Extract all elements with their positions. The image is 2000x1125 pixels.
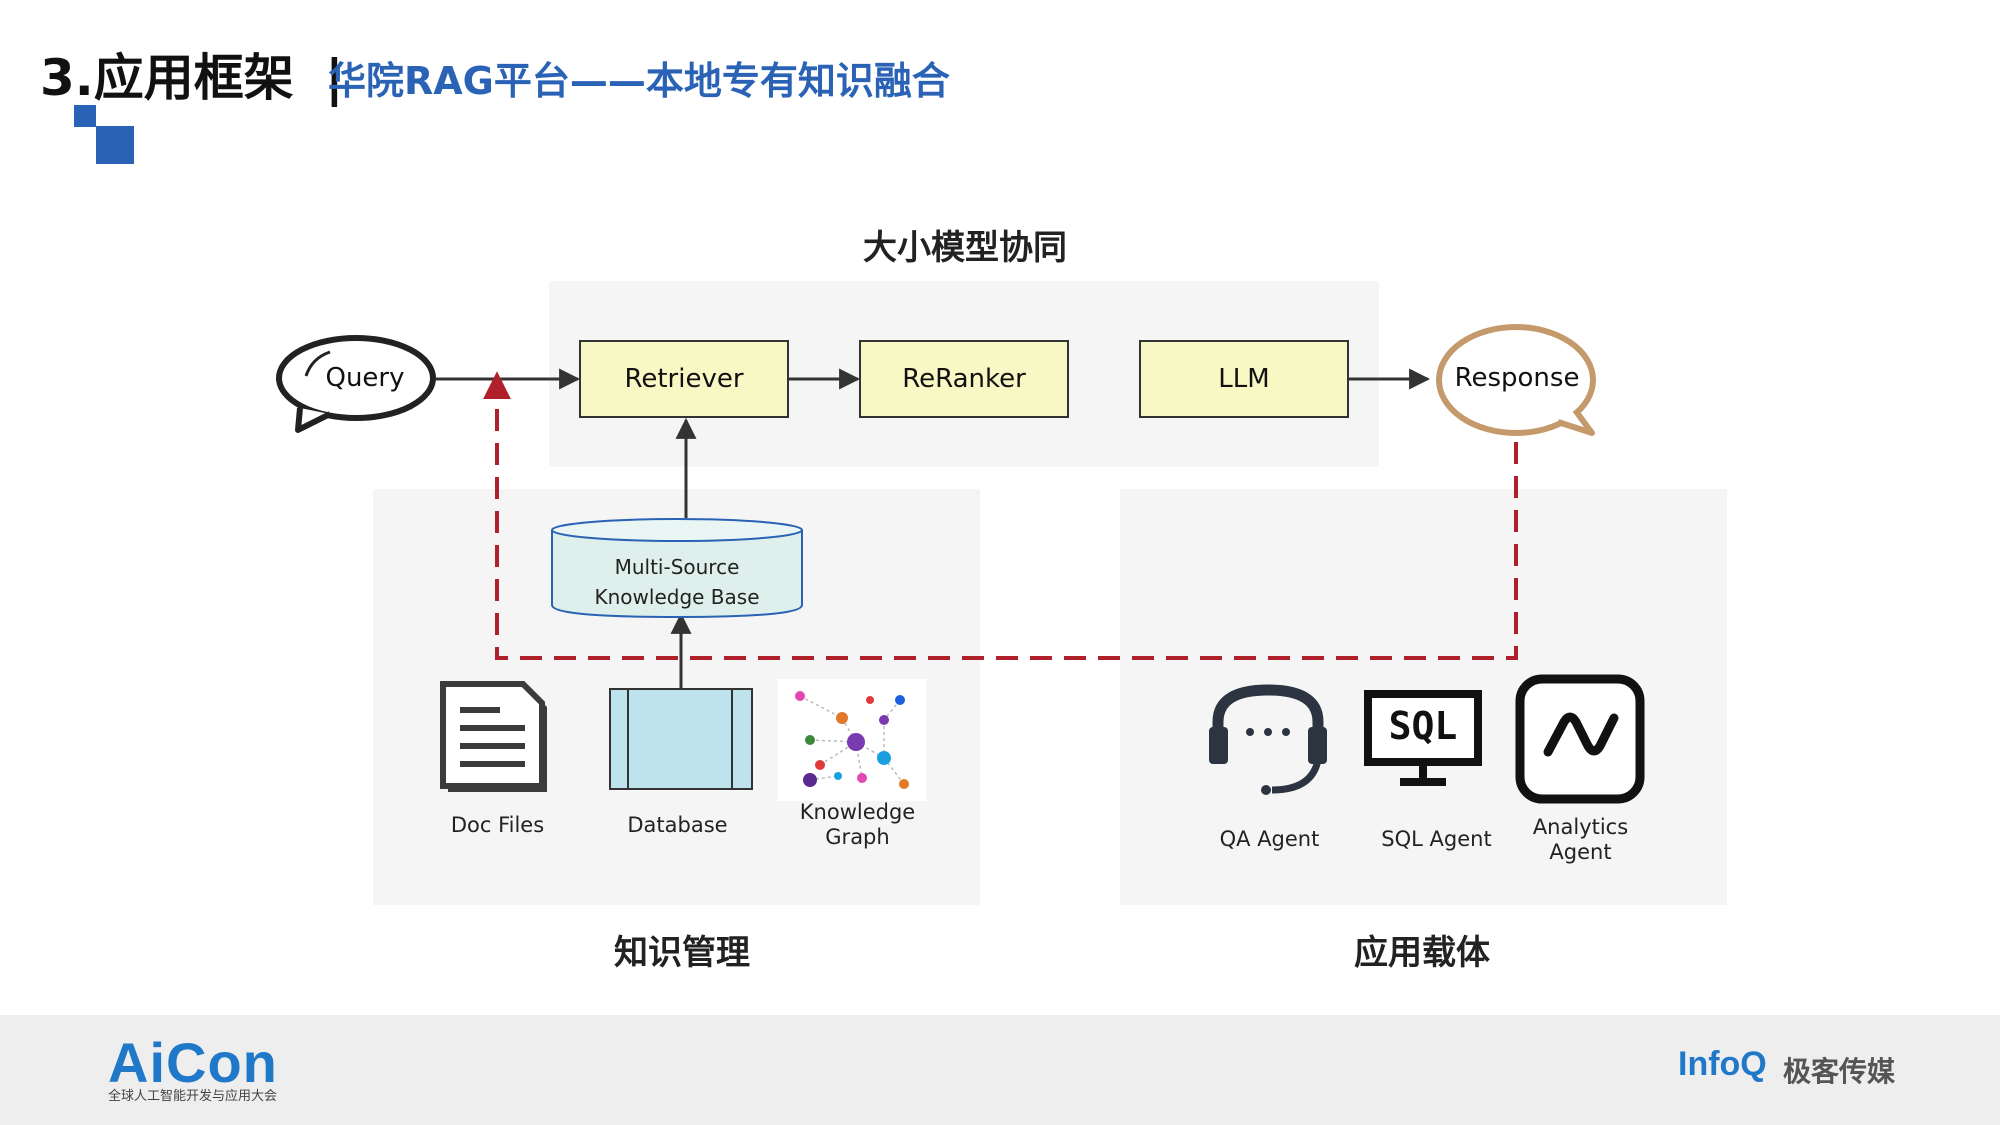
section-title-model-collaboration: 大小模型协同: [863, 228, 1067, 268]
database-icon: [609, 688, 753, 790]
qa-agent-label: QA Agent: [1219, 827, 1320, 851]
knowledge-base-label: Multi-Source Knowledge Base: [594, 555, 760, 609]
analytics-icon: [1515, 674, 1645, 804]
page-subtitle: 华院RAG平台——本地专有知识融合: [328, 59, 950, 103]
title-separator: |: [325, 49, 344, 107]
retriever-box: Retriever: [579, 340, 789, 418]
knowledge-graph-icon: [778, 679, 926, 801]
jike-logo: 极客传媒: [1783, 1055, 1896, 1088]
decor-square-small: [74, 105, 96, 127]
section-title-application-carrier: 应用载体: [1354, 933, 1490, 973]
aicon-logo: AiCon: [108, 1031, 278, 1094]
dashed-feedback-loop: [483, 371, 1518, 660]
decor-square-large: [96, 126, 134, 164]
reranker-label: ReRanker: [902, 364, 1026, 394]
reranker-box: ReRanker: [859, 340, 1069, 418]
section-title-knowledge-management: 知识管理: [614, 933, 750, 973]
aicon-tagline: 全球人工智能开发与应用大会: [108, 1089, 278, 1104]
response-bubble: [1436, 324, 1596, 436]
query-bubble: [276, 335, 436, 433]
response-label: Response: [1454, 363, 1580, 393]
sql-agent-label: SQL Agent: [1381, 827, 1492, 851]
page-title: 3.应用框架 |: [40, 49, 344, 107]
knowledge-base-cylinder: [551, 518, 803, 619]
headset-icon: [1209, 684, 1327, 795]
knowledge-graph-label: Knowledge Graph: [799, 800, 916, 849]
sql-monitor-icon: [1364, 690, 1482, 786]
llm-box: LLM: [1139, 340, 1349, 418]
retriever-label: Retriever: [624, 364, 744, 394]
analytics-agent-label: Analytics Agent: [1532, 815, 1629, 864]
footer-bar: [0, 1015, 2000, 1125]
doc-files-icon: [440, 681, 547, 792]
llm-label: LLM: [1218, 364, 1270, 394]
doc-files-label: Doc Files: [450, 813, 545, 837]
query-label: Query: [325, 363, 405, 393]
sql-icon-text: SQL: [1388, 704, 1458, 748]
infoq-logo: InfoQ: [1678, 1045, 1767, 1083]
database-label: Database: [627, 813, 728, 837]
